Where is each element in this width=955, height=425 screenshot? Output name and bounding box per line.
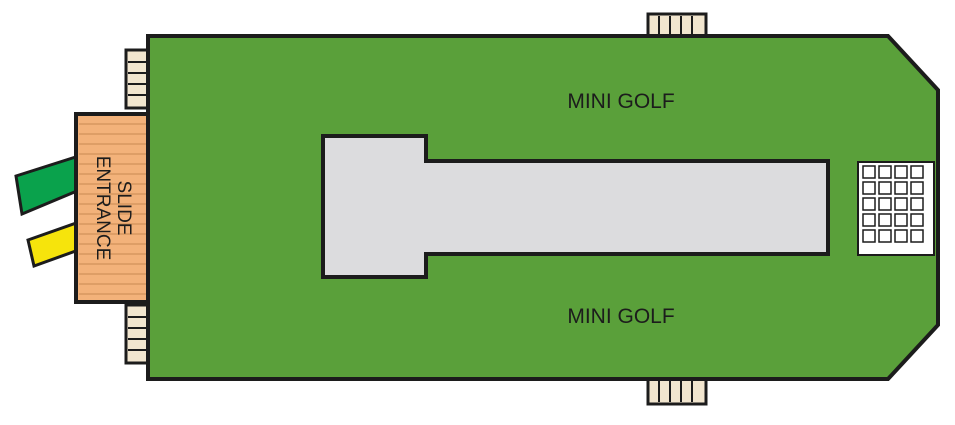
slide-entrance-label-line2: ENTRANCE	[92, 156, 113, 261]
water-slides	[14, 152, 86, 268]
center-structure	[321, 134, 830, 279]
bottom-stairs	[646, 377, 708, 406]
top-stairs	[646, 12, 708, 38]
mini-golf-top-label: MINI GOLF	[567, 90, 674, 113]
green-slide	[14, 152, 86, 217]
slide-entrance-label-line1: SLIDE	[113, 181, 134, 236]
mini-golf-bottom-label: MINI GOLF	[567, 305, 674, 328]
grid-vent	[857, 161, 935, 256]
slide-entrance: SLIDE ENTRANCE	[74, 112, 150, 304]
